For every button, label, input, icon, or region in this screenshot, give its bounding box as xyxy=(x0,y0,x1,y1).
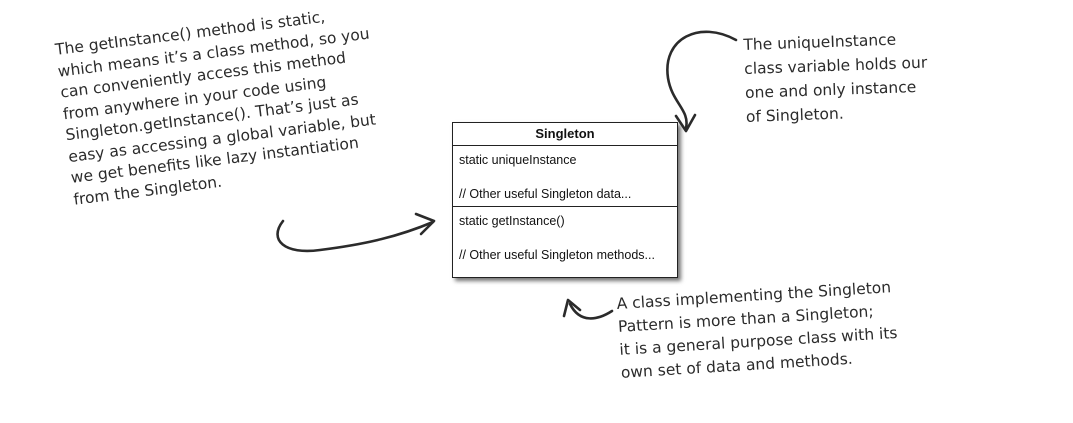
arrow-top-right-to-attribute xyxy=(666,30,738,130)
arrow-bottom-right-head xyxy=(562,298,582,318)
arrow-left-to-methods xyxy=(276,219,435,253)
uml-methods-section: static getInstance() // Other useful Sin… xyxy=(453,207,677,264)
arrow-top-right-head xyxy=(674,113,697,133)
uml-attributes-section: static uniqueInstance // Other useful Si… xyxy=(453,146,677,207)
arrow-left-head xyxy=(414,212,436,236)
uml-attribute: // Other useful Singleton data... xyxy=(459,187,632,201)
uml-method: static getInstance() xyxy=(459,214,565,228)
uml-method: // Other useful Singleton methods... xyxy=(459,248,655,262)
arrow-bottom-right-to-box xyxy=(568,302,614,320)
uml-class-box: Singleton static uniqueInstance // Other… xyxy=(452,122,678,278)
uml-class-name: Singleton xyxy=(453,123,677,146)
uml-attribute: static uniqueInstance xyxy=(459,153,577,167)
